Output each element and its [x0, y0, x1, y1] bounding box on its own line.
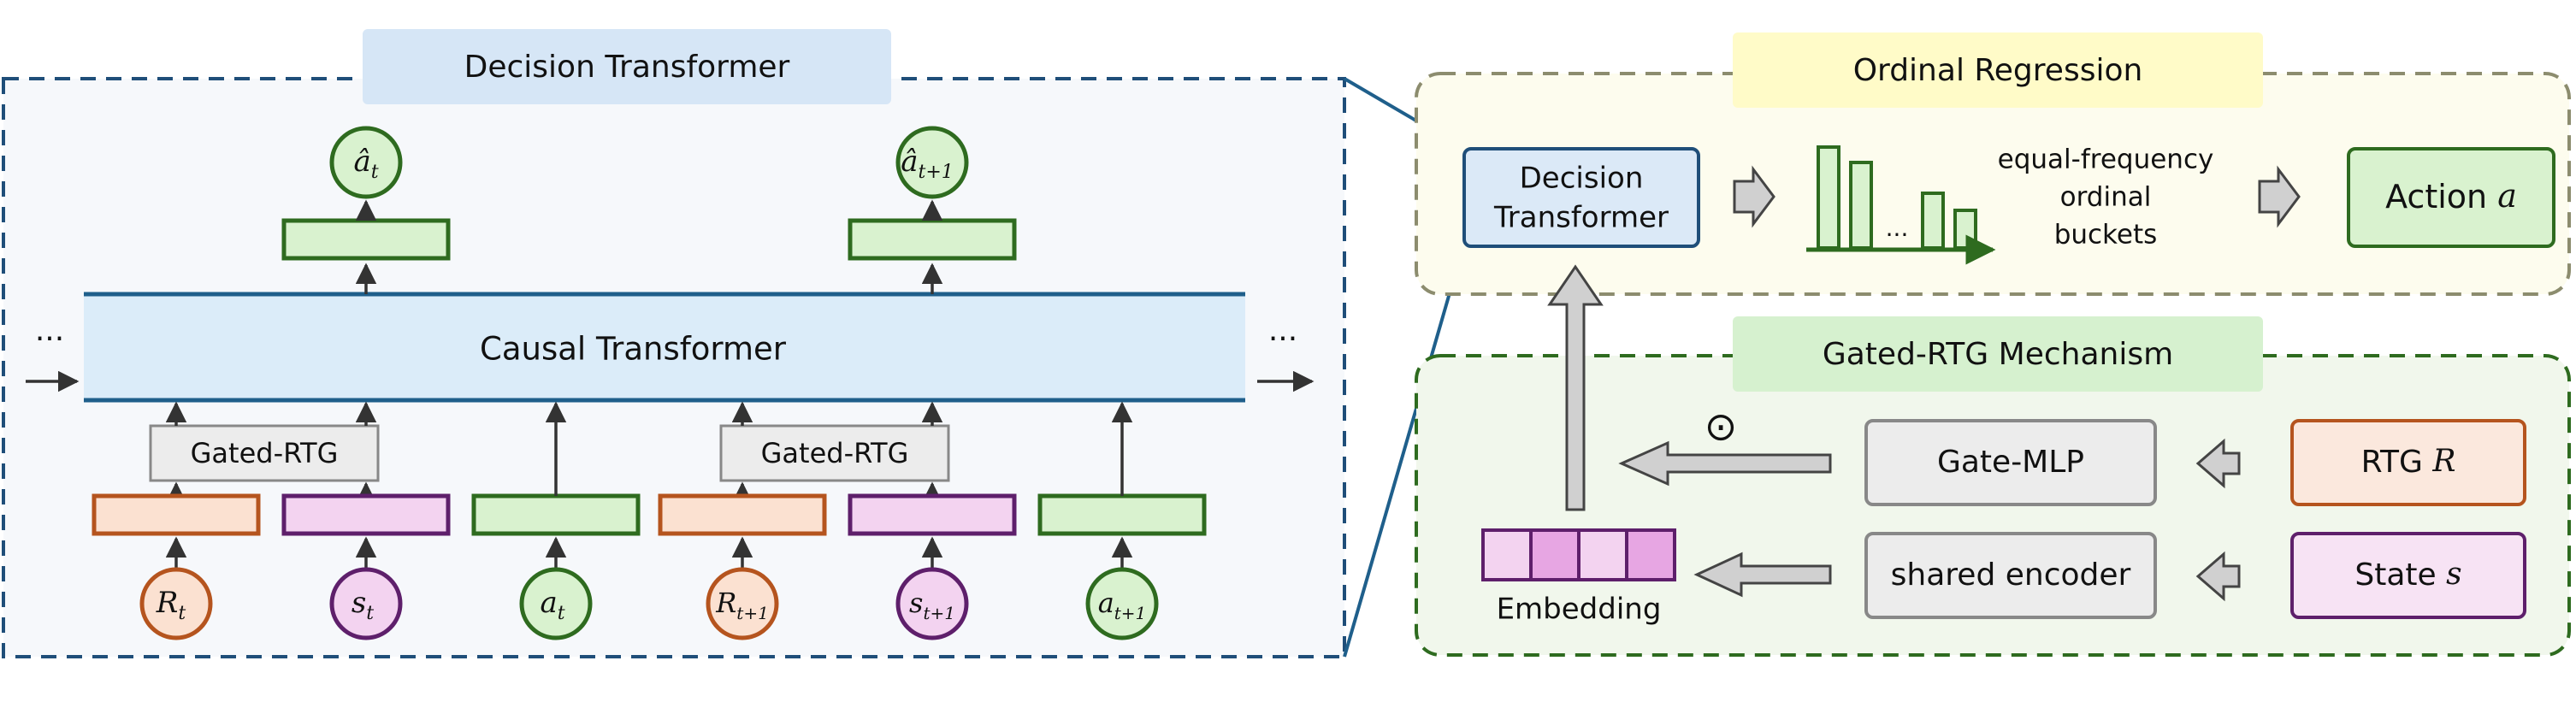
svg-text:at+1: at+1 — [1098, 587, 1147, 623]
svg-text:Gated-RTG: Gated-RTG — [761, 437, 909, 469]
state-box — [2290, 532, 2526, 619]
left-ellipsis: ... — [35, 313, 64, 348]
dt-box-line-1: Decision — [1520, 162, 1644, 196]
svg-text:Gated-RTG: Gated-RTG — [191, 437, 339, 469]
token-rtg-t: Rt — [92, 493, 261, 640]
gate-mlp-label: Gate-MLP — [1937, 445, 2084, 480]
shared-encoder-box — [1864, 532, 2157, 619]
embedding-vector — [1481, 528, 1676, 581]
svg-text:st+1: st+1 — [909, 587, 955, 623]
action-box-label: Action — [2385, 178, 2487, 215]
encoder-to-embedding-arrow — [1693, 552, 1832, 598]
token-state-t: st — [281, 493, 451, 640]
bucket-text-2: ordinal — [2060, 182, 2152, 213]
state-box-symbol: s — [2446, 557, 2461, 592]
token-state-t1: st+1 — [848, 493, 1017, 640]
gated-rtg-block-2: Gated-RTG — [719, 401, 950, 504]
token-action-t1: at+1 — [1037, 401, 1207, 640]
state-box-label: State — [2354, 558, 2436, 593]
svg-text:ât: ât — [353, 145, 378, 183]
bucket-text-3: buckets — [2054, 220, 2158, 251]
gate-to-embedding-arrow — [1618, 440, 1832, 487]
block-arrow-1 — [1733, 165, 1775, 228]
odot-symbol: ⊙ — [1705, 404, 1738, 450]
ordinal-panel-title: Ordinal Regression — [1853, 53, 2143, 88]
output-2-symbol: â — [901, 145, 918, 179]
block-arrow-2 — [2258, 165, 2301, 228]
output-2-subscript: t+1 — [919, 162, 954, 183]
causal-transformer-label: Causal Transformer — [480, 331, 787, 368]
state-to-encoder-arrow — [2195, 551, 2241, 602]
output-column-2: ât+1 — [848, 126, 1017, 294]
output-1-subscript: t — [371, 162, 379, 183]
svg-text:st: st — [352, 586, 374, 624]
output-1-symbol: â — [353, 145, 370, 179]
gate-mlp-box — [1864, 419, 2157, 506]
left-panel-title: Decision Transformer — [464, 50, 790, 85]
embedding-to-dt-arrow — [1547, 264, 1604, 511]
bucket-histogram — [1806, 145, 1996, 265]
action-box — [2347, 147, 2555, 248]
gated-panel-title: Gated-RTG Mechanism — [1823, 337, 2173, 372]
right-ellipsis: ... — [1268, 313, 1297, 348]
svg-text:Rt: Rt — [156, 586, 186, 624]
histogram-ellipsis: ... — [1886, 214, 1909, 242]
gated-panel-title-box — [1733, 316, 2263, 392]
svg-text:at: at — [540, 586, 564, 624]
svg-text:Action a: Action a — [2385, 177, 2517, 215]
rtg-box — [2290, 419, 2526, 506]
dt-box — [1462, 147, 1700, 248]
action-box-symbol: a — [2497, 177, 2517, 215]
embedding-label: Embedding — [1497, 593, 1662, 627]
rtg-box-symbol: R — [2431, 444, 2455, 479]
svg-text:ât+1: ât+1 — [901, 145, 954, 183]
dt-box-line-2: Transformer — [1493, 201, 1669, 235]
bucket-text-1: equal-frequency — [1998, 145, 2214, 175]
left-panel-title-box — [363, 29, 891, 104]
token-action-t: at — [471, 401, 641, 640]
causal-transformer-band — [84, 294, 1245, 400]
zoom-line-bottom — [1343, 242, 1466, 658]
token-rtg-t1: Rt+1 — [658, 493, 827, 640]
ordinal-panel-title-box — [1733, 32, 2263, 108]
rtg-box-label: RTG — [2361, 445, 2423, 480]
gated-rtg-block-1: Gated-RTG — [149, 401, 380, 504]
svg-text:Rt+1: Rt+1 — [715, 587, 769, 623]
rtg-to-gate-arrow — [2195, 438, 2241, 489]
svg-text:RTG R: RTG R — [2361, 444, 2456, 480]
shared-encoder-label: shared encoder — [1891, 558, 2131, 593]
output-column-1: ât — [281, 126, 451, 294]
svg-text:State s: State s — [2354, 557, 2461, 593]
